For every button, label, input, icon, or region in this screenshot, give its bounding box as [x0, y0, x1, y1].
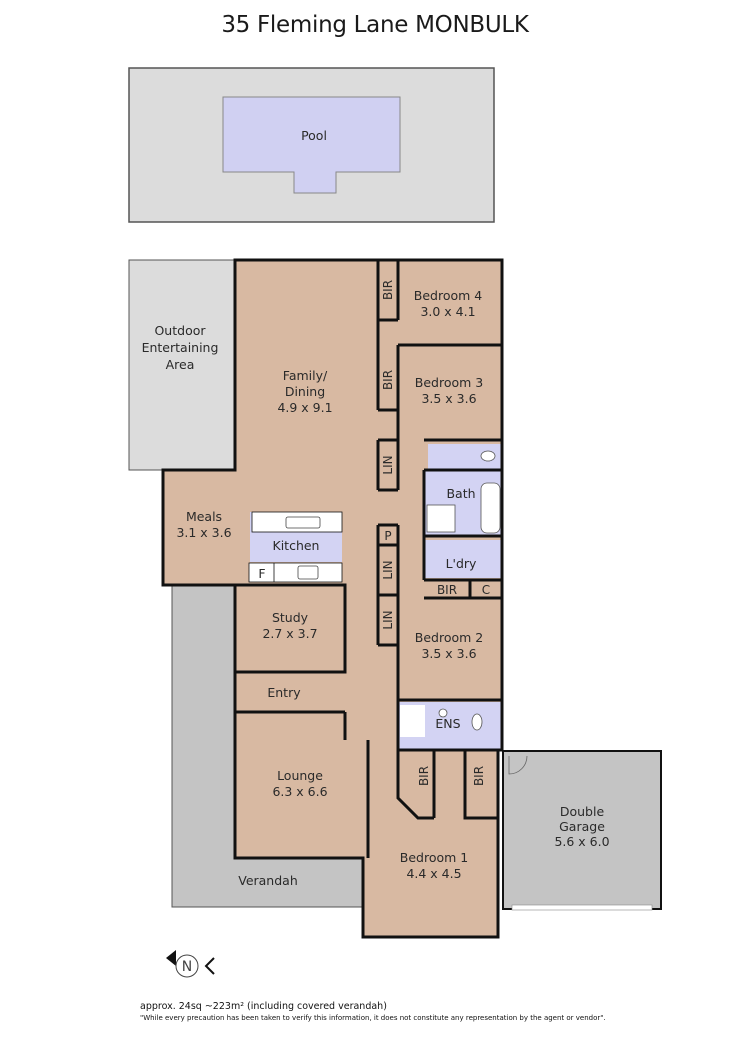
ensuite-label: ENS [435, 716, 460, 731]
study-dims: 2.7 x 3.7 [262, 626, 317, 641]
lounge-label: Lounge [277, 768, 323, 783]
outdoor-entertaining-area [128, 259, 236, 471]
linen-label-2: LIN [381, 560, 395, 579]
pantry-label: P [384, 529, 391, 543]
bedroom1-dims: 4.4 x 4.5 [406, 866, 461, 881]
north-compass-icon: N [166, 950, 215, 978]
bedroom4-dims: 3.0 x 4.1 [420, 304, 475, 319]
pool-label: Pool [301, 128, 327, 143]
meals-dims: 3.1 x 3.6 [176, 525, 231, 540]
bir-label-bedroom1-b: BIR [472, 766, 486, 786]
family-dims: 4.9 x 9.1 [277, 400, 332, 415]
fridge-label: F [258, 566, 265, 581]
disclaimer: "While every precaution has been taken t… [140, 1014, 606, 1022]
laundry [424, 540, 502, 578]
pool [222, 96, 401, 194]
cooktop-icon [297, 565, 319, 580]
garage-label-1: Double [560, 804, 605, 819]
walls [161, 258, 504, 939]
bathtub-icon [480, 482, 501, 534]
bedroom1-label: Bedroom 1 [400, 850, 468, 865]
bir-label-bedroom1-a: BIR [417, 766, 431, 786]
property-address-title: 35 Fleming Lane MONBULK [221, 12, 529, 38]
linen-label-1: LIN [381, 455, 395, 474]
bir-label-bedroom2: BIR [437, 583, 457, 597]
kitchen-label: Kitchen [273, 538, 320, 553]
lounge-dims: 6.3 x 6.6 [272, 784, 327, 799]
verandah-label: Verandah [238, 873, 298, 888]
bedroom2-dims: 3.5 x 3.6 [421, 646, 476, 661]
family-label-1: Family/ [283, 368, 328, 383]
study-label: Study [272, 610, 309, 625]
garage-dims: 5.6 x 6.0 [554, 834, 609, 849]
bedroom3-dims: 3.5 x 3.6 [421, 391, 476, 406]
linen-label-3: LIN [381, 610, 395, 629]
family-label-2: Dining [285, 384, 325, 399]
meals-label: Meals [186, 509, 222, 524]
house-body [163, 260, 502, 937]
ensuite-toilet-icon [471, 713, 483, 731]
area-note: approx. 24sq ~223m² (including covered v… [140, 1001, 387, 1012]
toilet-icon [480, 450, 496, 462]
svg-text:N: N [182, 959, 192, 975]
outdoor-label-1: Outdoor [154, 323, 206, 338]
sink-icon [285, 516, 321, 529]
outdoor-label-3: Area [166, 357, 195, 372]
entry-label: Entry [267, 685, 301, 700]
bath-label: Bath [446, 486, 475, 501]
bedroom3-label: Bedroom 3 [415, 375, 483, 390]
garage-label-2: Garage [559, 819, 605, 834]
bedroom2-label: Bedroom 2 [415, 630, 483, 645]
bir-label-bedroom4: BIR [381, 280, 395, 300]
cupboard-label: C [482, 583, 490, 597]
shower-icon [426, 504, 456, 533]
bedroom4-label: Bedroom 4 [414, 288, 483, 303]
bir-label-bedroom3: BIR [381, 370, 395, 390]
outdoor-label-2: Entertaining [142, 340, 219, 355]
laundry-label: L'dry [446, 556, 477, 571]
